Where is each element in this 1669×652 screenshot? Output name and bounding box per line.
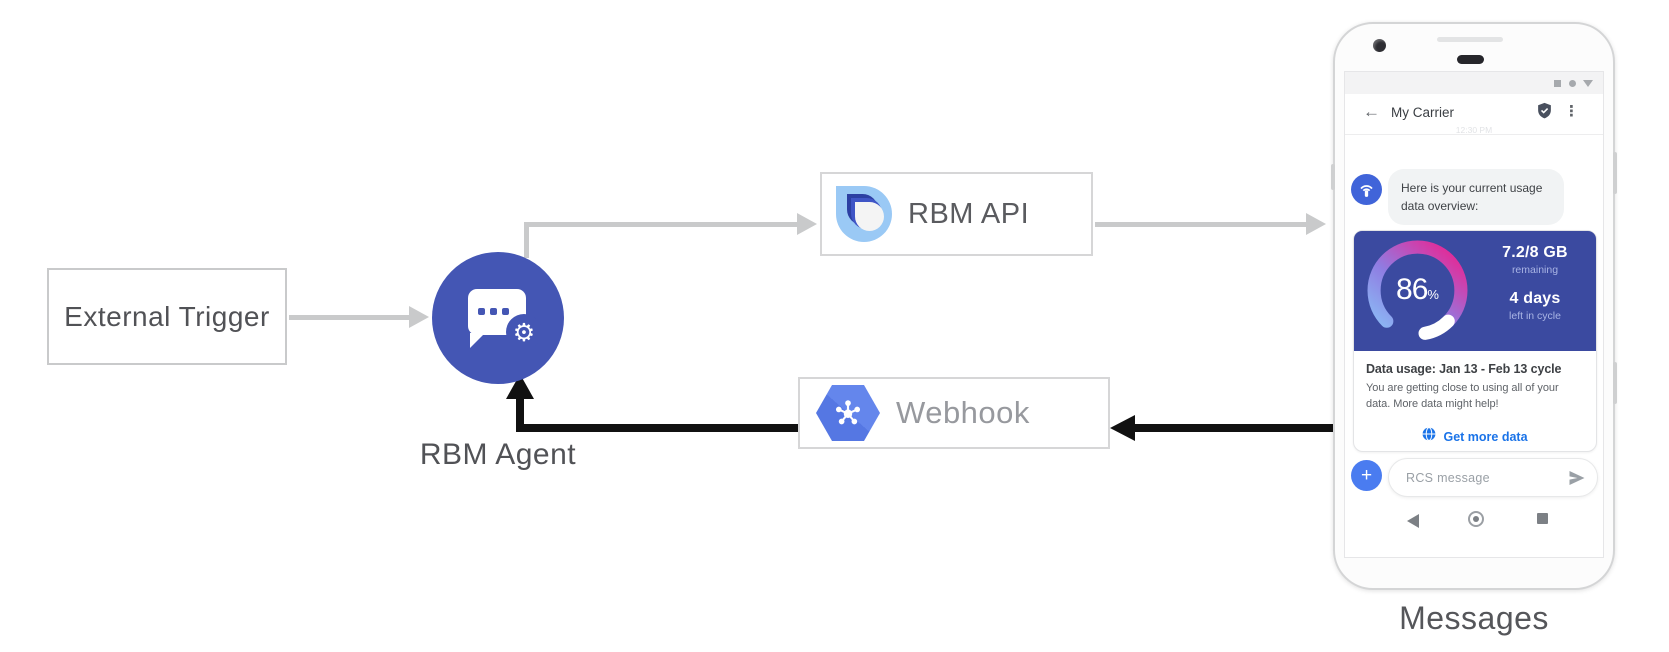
verified-shield-icon: [1536, 102, 1553, 124]
nav-recents-icon[interactable]: [1537, 513, 1548, 524]
back-arrow-icon[interactable]: ←: [1363, 102, 1380, 121]
send-icon[interactable]: [1568, 470, 1586, 491]
webhook-node: Webhook: [798, 377, 1110, 449]
arrowhead-phone-to-webhook: [1110, 415, 1135, 441]
rcs-message-input[interactable]: [1404, 461, 1554, 494]
phone-volume-button: [1613, 362, 1617, 404]
front-camera: [1373, 39, 1386, 52]
arrow-webhook-to-agent-horizontal: [516, 424, 798, 432]
bot-message-bubble: Here is your current usage data overview…: [1388, 169, 1564, 225]
nav-back-icon[interactable]: [1407, 514, 1419, 528]
remaining-value: 7.2/8 GB: [1502, 244, 1568, 261]
carrier-bot-avatar: [1351, 174, 1382, 205]
overflow-menu-icon[interactable]: ⋮: [1564, 103, 1579, 120]
usage-card-details: Data usage: Jan 13 - Feb 13 cycle You ar…: [1354, 351, 1596, 413]
rbm-api-logo-icon: [836, 186, 892, 242]
arrow-api-to-phone: [1095, 222, 1308, 227]
gauge-percent: 86%: [1396, 273, 1439, 306]
external-trigger-node: External Trigger: [47, 268, 287, 365]
status-square-icon: [1554, 80, 1561, 87]
rbm-api-label: RBM API: [908, 197, 1030, 230]
arrow-agent-to-api-vertical: [524, 224, 529, 258]
arrow-trigger-to-agent: [289, 315, 411, 320]
usage-rich-card: 86% 7.2/8 GB remaining 4 days left in cy…: [1353, 230, 1597, 452]
arrow-webhook-to-agent-vertical: [516, 394, 524, 432]
messages-app-label: Messages: [1399, 600, 1549, 636]
cycle-days-label: left in cycle: [1509, 310, 1561, 322]
gear-icon: ⚙: [506, 314, 542, 350]
arrow-phone-to-webhook: [1134, 424, 1333, 432]
conversation-header: ← My Carrier ⋮: [1345, 94, 1603, 134]
usage-gauge: 86%: [1367, 240, 1468, 341]
phone-power-button: [1613, 152, 1617, 194]
cycle-days-value: 4 days: [1509, 290, 1561, 307]
webhook-hexagon-icon: [816, 385, 880, 441]
external-trigger-label: External Trigger: [64, 300, 270, 332]
status-circle-icon: [1569, 80, 1576, 87]
rbm-agent-label: RBM Agent: [419, 438, 577, 471]
rbm-api-node: RBM API: [820, 172, 1093, 256]
arrow-agent-to-api-horizontal: [524, 222, 799, 227]
typing-dots-icon: [478, 308, 509, 315]
header-divider: [1345, 134, 1603, 135]
webhook-label: Webhook: [896, 395, 1030, 430]
message-timestamp: 12:30 PM: [1455, 125, 1493, 135]
nav-home-icon[interactable]: [1468, 511, 1484, 527]
usage-card-title: Data usage: Jan 13 - Feb 13 cycle: [1366, 362, 1562, 376]
add-attachment-button[interactable]: +: [1351, 460, 1382, 491]
phone-screen: ← My Carrier ⋮ 12:30 PM: [1344, 71, 1604, 558]
usage-gauge-panel: 86% 7.2/8 GB remaining 4 days left in cy…: [1354, 231, 1596, 351]
arrowhead-api-to-phone: [1306, 213, 1326, 235]
chat-bubble-tail: [470, 333, 485, 348]
get-more-data-action[interactable]: Get more data: [1354, 427, 1596, 446]
phone-left-button: [1331, 164, 1335, 190]
globe-icon: [1422, 427, 1436, 446]
status-bar: [1345, 72, 1603, 94]
message-composer[interactable]: [1388, 458, 1598, 497]
phone-mockup: ← My Carrier ⋮ 12:30 PM: [1331, 22, 1617, 590]
top-speaker-slot: [1437, 37, 1503, 42]
android-nav-bar: [1345, 508, 1603, 538]
earpiece: [1457, 55, 1484, 64]
remaining-label: remaining: [1511, 264, 1559, 276]
arrowhead-trigger-to-agent: [409, 306, 429, 328]
status-triangle-icon: [1583, 80, 1593, 87]
rbm-agent-node: ⚙: [432, 252, 564, 384]
get-more-data-label: Get more data: [1443, 429, 1528, 444]
usage-stats: 7.2/8 GB remaining 4 days left in cycle: [1480, 244, 1590, 322]
usage-card-body: You are getting close to using all of yo…: [1366, 382, 1559, 410]
conversation-title: My Carrier: [1391, 105, 1454, 120]
arrowhead-agent-to-api: [797, 213, 817, 235]
